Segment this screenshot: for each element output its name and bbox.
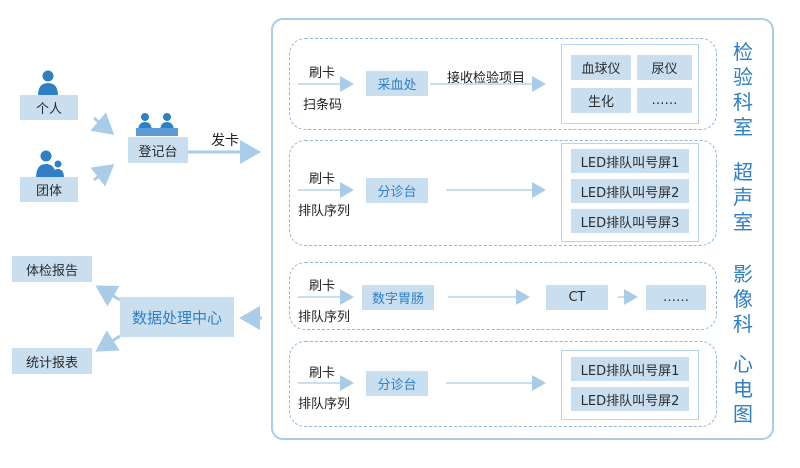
dept-lab-action: 接收检验项目	[447, 71, 526, 86]
title-char: 影	[733, 262, 753, 286]
item-label: LED排队叫号屏1	[580, 155, 680, 171]
dept-ultrasound-item: LED排队叫号屏1	[571, 149, 689, 173]
data-center-box: 数据处理中心	[120, 297, 234, 337]
dept-imaging-input2: 排队序列	[298, 310, 351, 325]
dept-lab-item: 尿仪	[637, 55, 692, 80]
dept-lab-station-label: 采血处	[377, 78, 417, 93]
stat-report-label: 统计报表	[25, 355, 78, 371]
dept-imaging-item: CT	[546, 285, 608, 310]
individual-box: 个人	[20, 95, 78, 120]
dept-ultrasound	[289, 140, 717, 246]
dept-lab-item: 生化	[571, 88, 631, 113]
dept-lab	[289, 38, 717, 130]
item-label: LED排队叫号屏2	[580, 393, 680, 409]
item-label: 血球仪	[581, 62, 621, 77]
issue-card-label: 发卡	[211, 133, 239, 149]
item-label: ……	[651, 93, 678, 108]
item-label: LED排队叫号屏3	[580, 215, 680, 231]
dept-imaging-station: 数字胃肠	[362, 285, 434, 310]
group-box: 团体	[20, 177, 78, 202]
dept-ultrasound-item: LED排队叫号屏2	[571, 179, 689, 203]
individual-label: 个人	[35, 102, 62, 117]
dept-lab-input1: 刷卡	[309, 66, 336, 81]
dept-lab-title: 检 验 科 室	[731, 40, 755, 140]
item-label: LED排队叫号屏2	[580, 185, 680, 201]
dept-ultrasound-input1: 刷卡	[309, 172, 336, 187]
dept-ecg-title: 心 电 图	[731, 352, 755, 427]
item-label: CT	[568, 290, 586, 305]
registration-desk: 登记台	[128, 137, 188, 163]
person-icon	[38, 70, 58, 96]
dept-imaging-input1: 刷卡	[309, 279, 336, 294]
dept-imaging-item: ……	[646, 285, 706, 310]
group-icon	[36, 150, 64, 178]
data-center-label: 数据处理中心	[131, 308, 222, 327]
dept-ecg-item: LED排队叫号屏1	[571, 357, 689, 381]
title-char: 室	[733, 210, 753, 234]
arrow-center-to-stat-report	[95, 330, 121, 352]
item-label: LED排队叫号屏1	[580, 363, 680, 379]
dept-ecg-station: 分诊台	[366, 371, 428, 396]
item-label: ……	[663, 290, 689, 305]
dept-ecg-item: LED排队叫号屏2	[571, 387, 689, 411]
title-char: 室	[733, 115, 753, 139]
dept-ultrasound-input2: 排队序列	[298, 204, 351, 219]
dept-ecg-input1: 刷卡	[309, 366, 336, 381]
reception-desk-icon	[136, 113, 178, 136]
title-char: 验	[733, 65, 753, 89]
title-char: 超	[733, 160, 753, 184]
item-label: 尿仪	[651, 62, 678, 77]
dept-imaging	[289, 262, 717, 330]
dept-ultrasound-title: 超 声 室	[731, 160, 755, 235]
dept-ultrasound-item: LED排队叫号屏3	[571, 209, 689, 233]
title-char: 科	[733, 90, 753, 114]
arrow-center-to-exam-report	[95, 285, 121, 307]
title-char: 检	[733, 40, 753, 64]
departments-frame	[271, 18, 774, 440]
title-char: 科	[733, 312, 753, 336]
dept-ultrasound-station: 分诊台	[366, 178, 428, 203]
dept-ecg-station-label: 分诊台	[377, 378, 417, 393]
dept-ecg-input2: 排队序列	[298, 397, 351, 412]
title-char: 图	[733, 402, 753, 426]
dept-ecg	[289, 341, 717, 427]
arrow-group-to-registration	[90, 164, 115, 187]
dept-imaging-title: 影 像 科	[731, 262, 755, 337]
dept-ultrasound-station-label: 分诊台	[377, 185, 417, 200]
exam-report-label: 体检报告	[25, 263, 78, 279]
item-label: 生化	[587, 95, 614, 110]
dept-imaging-station-label: 数字胃肠	[371, 292, 424, 307]
title-char: 电	[733, 377, 753, 401]
dept-lab-item: ……	[637, 88, 692, 113]
title-char: 声	[733, 185, 753, 209]
title-char: 心	[733, 352, 753, 376]
exam-report-box: 体检报告	[12, 256, 92, 282]
title-char: 像	[733, 287, 753, 311]
registration-label: 登记台	[138, 144, 178, 160]
arrow-individual-to-registration	[90, 112, 115, 135]
stat-report-box: 统计报表	[12, 348, 92, 374]
dept-lab-input2: 扫条码	[303, 98, 343, 113]
dept-lab-item: 血球仪	[571, 55, 631, 80]
dept-lab-station: 采血处	[366, 71, 428, 96]
group-label: 团体	[35, 184, 62, 199]
